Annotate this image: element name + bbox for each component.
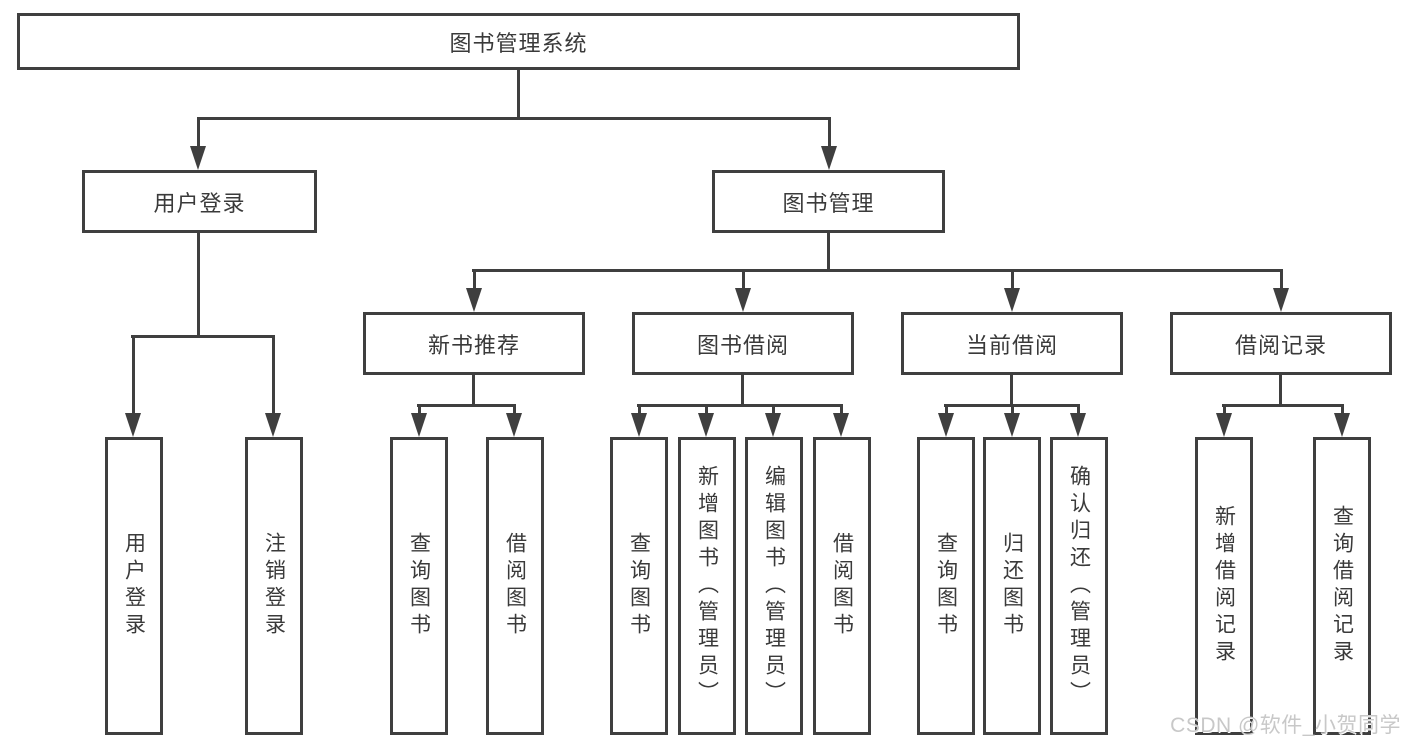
connector-line bbox=[197, 233, 200, 337]
leaf-borrow-books-recommend: 借阅图书 bbox=[486, 437, 544, 735]
node-user-login: 用户登录 bbox=[82, 170, 317, 233]
arrow-down-icon bbox=[1004, 413, 1020, 437]
watermark: CSDN @软件_小贺同学 bbox=[1170, 714, 1401, 737]
node-book-borrow: 图书借阅 bbox=[632, 312, 854, 375]
leaf-query-books-recommend: 查询图书 bbox=[390, 437, 448, 735]
connector-line bbox=[1222, 404, 1344, 407]
connector-line bbox=[417, 404, 516, 407]
arrow-down-icon bbox=[938, 413, 954, 437]
node-current-borrow-label: 当前借阅 bbox=[965, 332, 1058, 358]
connector-line bbox=[196, 117, 200, 150]
arrow-down-icon bbox=[821, 146, 837, 170]
leaf-user-login: 用户登录 bbox=[105, 437, 163, 735]
connector-line bbox=[131, 335, 275, 338]
node-root: 图书管理系统 bbox=[17, 13, 1020, 70]
connector-line bbox=[472, 269, 476, 292]
connector-line bbox=[417, 404, 421, 417]
arrow-down-icon bbox=[466, 288, 482, 312]
leaf-edit-books-admin: 编辑图书（管理员） bbox=[745, 437, 803, 735]
connector-line bbox=[1010, 269, 1014, 292]
node-borrow-records: 借阅记录 bbox=[1170, 312, 1392, 375]
arrow-down-icon bbox=[735, 288, 751, 312]
leaf-return-books: 归还图书 bbox=[983, 437, 1041, 735]
arrow-down-icon bbox=[765, 413, 781, 437]
connector-line bbox=[637, 404, 843, 407]
leaf-confirm-return-admin: 确认归还（管理员） bbox=[1050, 437, 1108, 735]
connector-line bbox=[839, 404, 843, 417]
arrow-down-icon bbox=[190, 146, 206, 170]
arrow-down-icon bbox=[1070, 413, 1086, 437]
connector-line bbox=[827, 117, 831, 150]
arrow-down-icon bbox=[1216, 413, 1232, 437]
arrow-down-icon bbox=[631, 413, 647, 437]
arrow-down-icon bbox=[125, 413, 141, 437]
connector-line bbox=[771, 404, 775, 417]
arrow-down-icon bbox=[506, 413, 522, 437]
connector-line bbox=[1010, 375, 1013, 406]
arrow-down-icon bbox=[1273, 288, 1289, 312]
leaf-add-borrow-record: 新增借阅记录 bbox=[1195, 437, 1253, 735]
leaf-query-books-current: 查询图书 bbox=[917, 437, 975, 735]
leaf-borrow-books: 借阅图书 bbox=[813, 437, 871, 735]
node-book-borrow-label: 图书借阅 bbox=[696, 332, 789, 358]
connector-line bbox=[1340, 404, 1344, 417]
connector-line bbox=[637, 404, 641, 417]
connector-line bbox=[827, 233, 830, 271]
node-book-management-label: 图书管理 bbox=[782, 190, 875, 216]
connector-line bbox=[944, 404, 948, 417]
connector-line bbox=[1222, 404, 1226, 417]
node-book-management: 图书管理 bbox=[712, 170, 945, 233]
node-new-book-recommend: 新书推荐 bbox=[363, 312, 585, 375]
node-new-book-recommend-label: 新书推荐 bbox=[427, 332, 520, 358]
arrow-down-icon bbox=[265, 413, 281, 437]
node-borrow-records-label: 借阅记录 bbox=[1234, 332, 1327, 358]
arrow-down-icon bbox=[698, 413, 714, 437]
arrow-down-icon bbox=[411, 413, 427, 437]
arrow-down-icon bbox=[1004, 288, 1020, 312]
arrow-down-icon bbox=[833, 413, 849, 437]
connector-line bbox=[1076, 404, 1080, 417]
connector-line bbox=[197, 117, 831, 120]
connector-line bbox=[741, 375, 744, 406]
connector-line bbox=[741, 269, 745, 292]
leaf-query-books-borrow: 查询图书 bbox=[610, 437, 668, 735]
arrow-down-icon bbox=[1334, 413, 1350, 437]
connector-line bbox=[472, 269, 1283, 272]
node-current-borrow: 当前借阅 bbox=[901, 312, 1123, 375]
connector-line bbox=[1279, 269, 1283, 292]
leaf-add-books-admin: 新增图书（管理员） bbox=[678, 437, 736, 735]
connector-line bbox=[1279, 375, 1282, 406]
connector-line bbox=[271, 335, 275, 417]
node-root-label: 图书管理系统 bbox=[449, 30, 588, 56]
leaf-query-borrow-record: 查询借阅记录 bbox=[1313, 437, 1371, 735]
connector-line bbox=[517, 70, 520, 119]
connector-line bbox=[512, 404, 516, 417]
connector-line bbox=[1010, 404, 1014, 417]
connector-line bbox=[704, 404, 708, 417]
node-user-login-label: 用户登录 bbox=[153, 190, 246, 216]
connector-line bbox=[131, 335, 135, 417]
connector-line bbox=[472, 375, 475, 406]
leaf-logout: 注销登录 bbox=[245, 437, 303, 735]
